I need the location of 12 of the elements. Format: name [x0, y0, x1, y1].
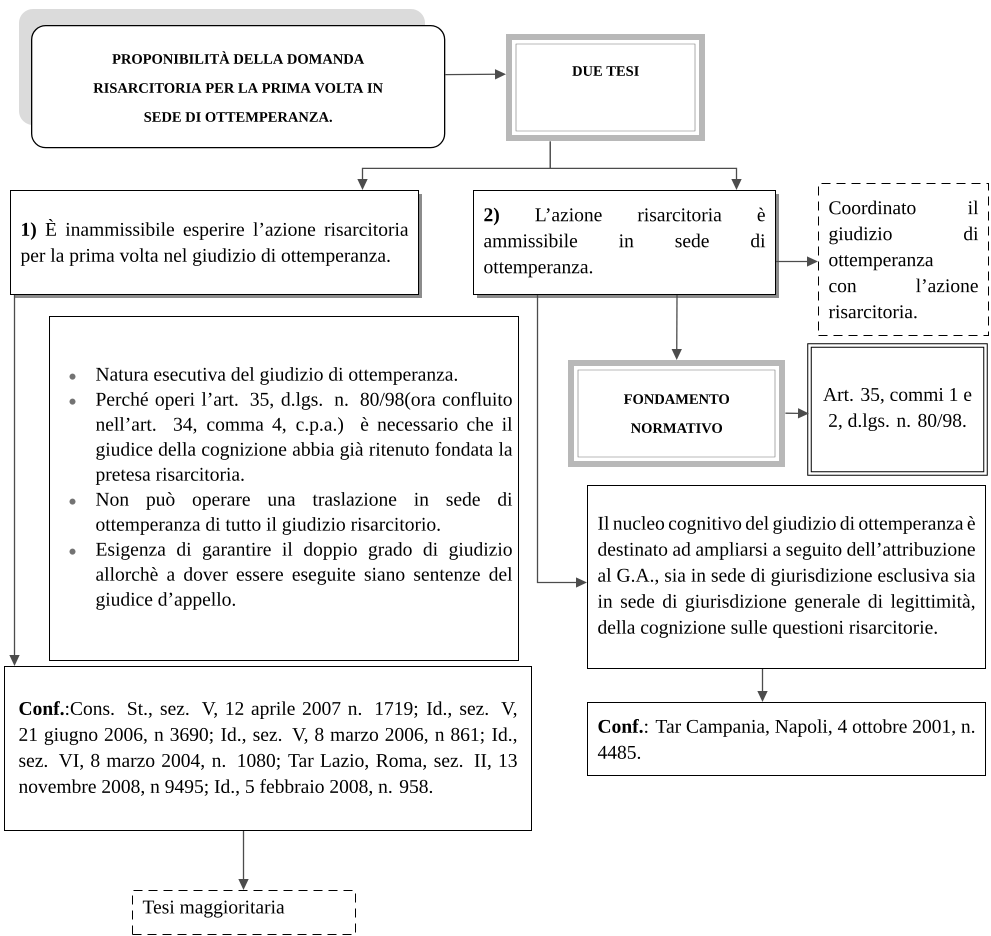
heading-box: DUE TESI — [506, 34, 705, 141]
note-box: Tesi maggioritaria — [132, 890, 356, 935]
title-box: PROPONIBILITÀ DELLA DOMANDA RISARCITORIA PER LA PRIMA VOLTA IN SEDE DI OTTEMPERANZA. — [19, 9, 446, 148]
thesis-box: 1) È inammissibile esperire l’azione risarcitoria per la prima volta nel giudizio di ottemperanza. — [10, 190, 422, 298]
reference-box: Art. 35, commi 1 e 2, d.lgs. n. 80/98. — [807, 343, 988, 476]
heading-box: FONDAMENTO NORMATIVO — [568, 360, 785, 467]
citation-box: Conf.: Tar Campania, Napoli, 4 ottobre 2001, n. 4485. — [587, 702, 986, 776]
text-box: Il nucleo cognitivo del giudizio di ottemperanza è destinato ad ampliarsi a seguito dell’attribuzione al G.A., sia in sede di giurisdizione esclusiva sia in sede di giurisdizione generale di legittimità, della cognizione sulle questioni risarcitorie. — [587, 485, 986, 669]
thesis-box: 2) L’azione risarcitoria è ammissibile in sede di ottemperanza. — [473, 190, 779, 298]
note-box: Coordinato il giudizio di ottemperanza con l’azione risarcitoria. — [818, 183, 989, 336]
reasons-box: Natura esecutiva del giudizio di ottemperanza. Perché operi l’art. 35, d.lgs. n. 80/98(ora confluito nell’art. 34, comma 4, c.p.a.) è necessario che il giudice della cognizione abbia già ritenuto fondata la pretesa risarcitoria. Non può operare una traslazione in sede di ottemperanza di tutto il giudizio risarcitorio. Esigenza di garantire il doppio grado di giudizio allorchè a dover essere eseguite siano sentenze del giudice d’appello. — [49, 316, 519, 661]
citation-box: Conf.:Cons. St., sez. V, 12 aprile 2007 n. 1719; Id., sez. V, 21 giugno 2006, n 3690; Id., sez. V, 8 marzo 2006, n 861; Id., sez. VI, 8 marzo 2004, n. 1080; Tar Lazio, Roma, sez. II, 13 novembre 2008, n 9495; Id., 5 febbraio 2008, n. 958. — [4, 666, 532, 831]
